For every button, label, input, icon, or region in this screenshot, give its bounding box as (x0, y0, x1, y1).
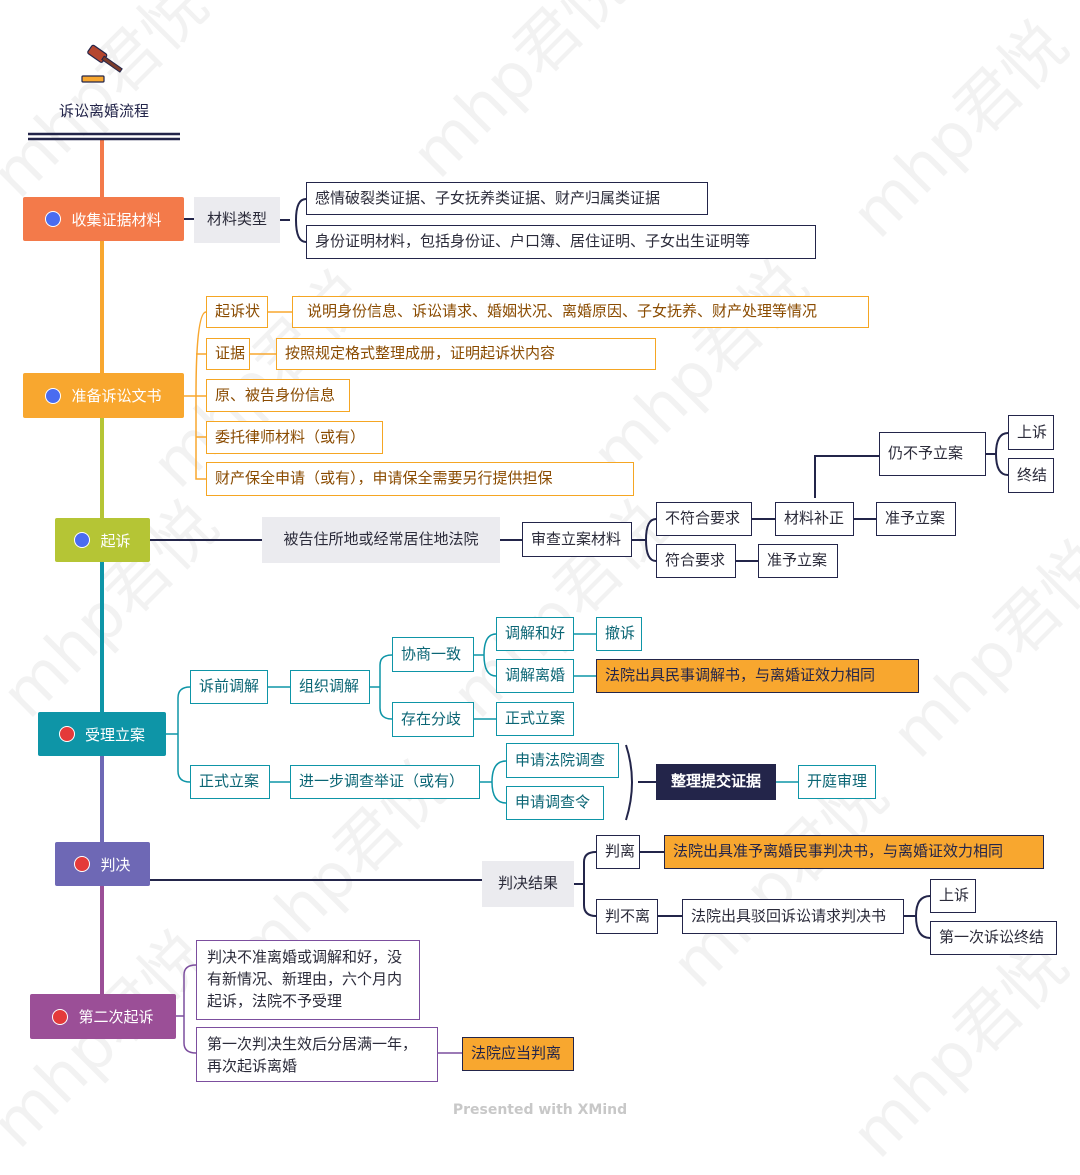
step-label: 收集证据材料 (71, 210, 162, 229)
divorce-denied-node: 判不离 (596, 899, 658, 934)
trial-node: 开庭审理 (798, 765, 876, 799)
step-label: 第二次起诉 (78, 1008, 154, 1026)
agreement-node: 协商一致 (392, 637, 474, 672)
withdraw-node: 撤诉 (596, 617, 642, 651)
preservation-node: 财产保全申请（或有），申请保全需要另行提供担保 (206, 462, 634, 496)
appeal-node: 上诉 (930, 879, 976, 913)
identity-node: 原、被告身份信息 (206, 379, 350, 412)
judgment-result-node: 判决结果 (482, 861, 574, 907)
evidence-node: 证据 (206, 338, 250, 370)
page-title: 诉讼离婚流程 (58, 102, 149, 120)
gavel-icon (78, 44, 128, 84)
dot-icon (52, 1008, 69, 1025)
material-type-node: 材料类型 (194, 197, 280, 243)
second-lawsuit-condition-1: 判决不准离婚或调解和好，没有新情况、新理由，六个月内起诉，法院不予受理 (196, 940, 420, 1020)
complaint-detail: 说明身份信息、诉讼请求、婚姻状况、离婚原因、子女抚养、财产处理等情况 (292, 296, 869, 328)
submit-evidence-node: 整理提交证据 (656, 764, 776, 800)
step-accept-case[interactable]: 受理立案 (38, 712, 166, 756)
step-second-lawsuit[interactable]: 第二次起诉 (30, 994, 176, 1039)
connector-lines (28, 132, 1009, 1054)
step-judgment[interactable]: 判决 (55, 842, 150, 886)
reconcile-node: 调解和好 (496, 617, 574, 651)
organize-mediation-node: 组织调解 (290, 670, 370, 704)
rejection-judgment-node: 法院出具驳回诉讼请求判决书 (682, 899, 904, 934)
review-node: 审查立案材料 (522, 522, 632, 557)
footer-credit: Presented with XMind (452, 1102, 628, 1118)
still-rejected-node: 仍不予立案 (879, 432, 986, 476)
complaint-node: 起诉状 (206, 296, 268, 328)
formal-filing-node: 正式立案 (496, 702, 574, 736)
must-grant-divorce-node: 法院应当判离 (462, 1037, 574, 1071)
approved-node: 准予立案 (876, 502, 956, 536)
not-qualified-node: 不符合要求 (656, 502, 752, 536)
step-collect-evidence[interactable]: 收集证据材料 (23, 197, 184, 241)
investigation-order-node: 申请调查令 (506, 786, 604, 820)
terminate-node: 终结 (1008, 458, 1054, 493)
court-node: 被告住所地或经常居住地法院 (262, 517, 500, 563)
dot-icon (74, 532, 91, 548)
divorce-granted-node: 判离 (596, 835, 640, 869)
qualified-node: 符合要求 (656, 544, 736, 578)
formal-filing-node: 正式立案 (190, 765, 270, 799)
step-label: 判决 (100, 855, 131, 874)
step-label: 受理立案 (84, 725, 145, 744)
step-label: 起诉 (100, 531, 131, 550)
evidence-detail: 按照规定格式整理成册，证明起诉状内容 (276, 338, 656, 370)
mediation-result-node: 法院出具民事调解书，与离婚证效力相同 (596, 659, 919, 693)
supplement-node: 材料补正 (775, 502, 854, 536)
step-label: 准备诉讼文书 (71, 387, 162, 405)
dot-icon (45, 387, 62, 404)
second-lawsuit-condition-2: 第一次判决生效后分居满一年，再次起诉离婚 (196, 1027, 438, 1082)
lawyer-node: 委托律师材料（或有） (206, 421, 383, 454)
mediated-divorce-node: 调解离婚 (496, 659, 574, 693)
disagreement-node: 存在分歧 (392, 702, 474, 737)
court-investigation-node: 申请法院调查 (506, 743, 619, 778)
approved-node: 准予立案 (758, 544, 838, 578)
investigation-node: 进一步调查举证（或有） (290, 765, 480, 799)
material-item-1: 感情破裂类证据、子女抚养类证据、财产归属类证据 (306, 182, 708, 215)
pre-mediation-node: 诉前调解 (190, 670, 268, 704)
dot-icon (45, 211, 62, 227)
step-file-lawsuit[interactable]: 起诉 (55, 518, 150, 562)
appeal-node: 上诉 (1008, 415, 1054, 450)
dot-icon (74, 856, 91, 872)
divorce-judgment-node: 法院出具准予离婚民事判决书，与离婚证效力相同 (664, 835, 1044, 869)
first-lawsuit-end-node: 第一次诉讼终结 (930, 921, 1057, 955)
dot-icon (58, 726, 75, 742)
material-item-2: 身份证明材料，包括身份证、户口簿、居住证明、子女出生证明等 (306, 225, 816, 259)
step-prepare-documents[interactable]: 准备诉讼文书 (23, 373, 184, 418)
